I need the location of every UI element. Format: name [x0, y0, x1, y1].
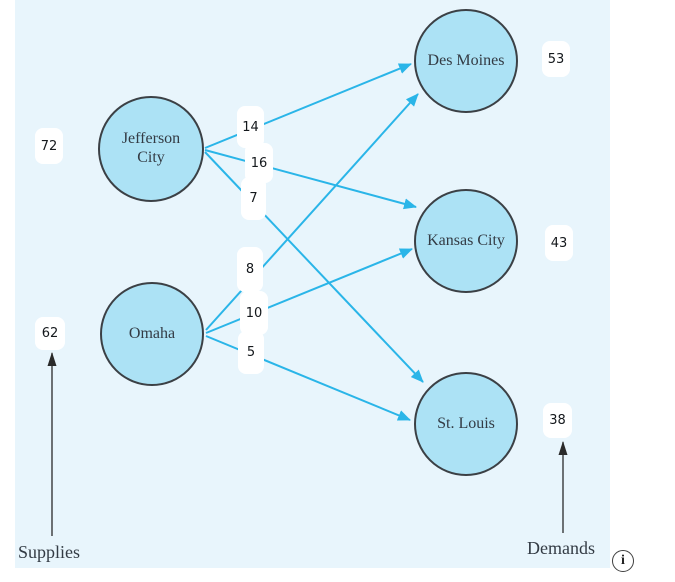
demand-value-kansas: 43: [545, 225, 573, 261]
edge-cost-omaha-stlouis: 5: [238, 331, 264, 374]
diagram-background: [15, 0, 610, 568]
edge-cost-jefferson-desmoines: 14: [237, 106, 264, 148]
edge-cost-jefferson-kansas: 16: [245, 143, 273, 183]
supplies-caption: Supplies: [18, 542, 81, 562]
edge-omaha-stlouis: [205, 335, 411, 421]
demands-caption: Demands: [527, 538, 595, 558]
supply-value-jefferson: 72: [35, 128, 63, 164]
node-kansas-city: Kansas City: [414, 189, 518, 293]
edge-cost-omaha-kansas: 10: [240, 291, 268, 335]
edge-cost-omaha-desmoines: 8: [237, 247, 263, 292]
node-omaha: Omaha: [100, 282, 204, 386]
demand-value-stlouis: 38: [543, 403, 572, 438]
info-icon[interactable]: i: [612, 550, 634, 572]
node-des-moines: Des Moines: [414, 9, 518, 113]
node-jefferson-city: Jefferson City: [98, 96, 204, 202]
edge-jefferson-kansas: [204, 149, 417, 210]
edge-cost-jefferson-stlouis: 7: [241, 177, 266, 220]
supply-value-omaha: 62: [35, 317, 65, 350]
node-st-louis: St. Louis: [414, 372, 518, 476]
demand-value-desmoines: 53: [542, 41, 570, 77]
